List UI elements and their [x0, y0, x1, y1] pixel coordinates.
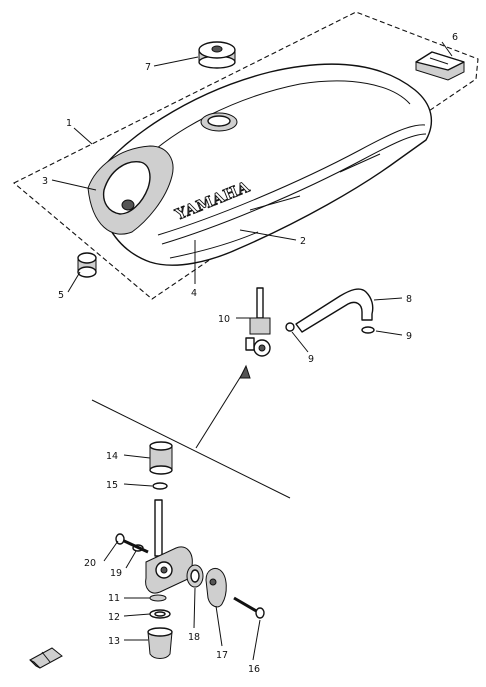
callout-17: 17: [216, 650, 228, 661]
callout-13: 13: [108, 636, 120, 647]
callout-3: 3: [42, 176, 48, 187]
front-arrow-icon: [29, 647, 63, 669]
upper-leaders: [51, 41, 453, 353]
filler-neck-ring: [200, 112, 238, 132]
callout-1: 1: [66, 118, 72, 129]
strainer: [149, 441, 173, 475]
callout-7: 7: [145, 62, 151, 73]
cup-washer: [149, 609, 171, 619]
callout-12: 12: [108, 612, 120, 623]
callout-10: 10: [218, 314, 230, 325]
hose-clip-upper: [285, 322, 295, 332]
assembly-boundary: [13, 11, 479, 300]
fuel-cock-body: [145, 499, 193, 594]
callout-2: 2: [300, 236, 306, 247]
o-ring: [152, 482, 168, 490]
knee-pad-emblem: [87, 145, 174, 235]
callout-5: 5: [58, 290, 64, 301]
fuel-tank: [94, 63, 433, 266]
callout-18: 18: [188, 632, 200, 643]
lever-gasket: [186, 564, 204, 588]
callout-16: 16: [248, 664, 260, 675]
detail-leaders: [103, 454, 261, 661]
lever-screw: [233, 596, 265, 619]
fuel-cock-installed: [245, 287, 271, 357]
callout-6: 6: [452, 32, 458, 43]
front-damper: [77, 252, 97, 278]
fuel-pipe: [295, 288, 374, 333]
callout-9-lower: 9: [406, 331, 412, 342]
callout-9-upper: 9: [308, 354, 314, 365]
mounting-screw: [115, 533, 149, 554]
rubber-damper: [415, 51, 465, 81]
callout-11: 11: [108, 593, 120, 604]
hose-clip-lower: [361, 326, 375, 334]
callout-15: 15: [106, 480, 118, 491]
packing: [149, 594, 167, 602]
callout-19: 19: [110, 568, 122, 579]
detail-pointer: [91, 364, 291, 499]
sediment-cup: [147, 627, 173, 659]
callout-20: 20: [84, 558, 96, 569]
fuel-cock-lever: [205, 567, 227, 608]
fuel-cap: [198, 41, 236, 69]
callout-8: 8: [406, 294, 412, 305]
callout-14: 14: [106, 451, 118, 462]
callout-4: 4: [191, 288, 197, 299]
callout-labels: 1 2 3 4 5 6 7 8 9 9 10 11 12 13 14 15 16…: [42, 32, 458, 675]
